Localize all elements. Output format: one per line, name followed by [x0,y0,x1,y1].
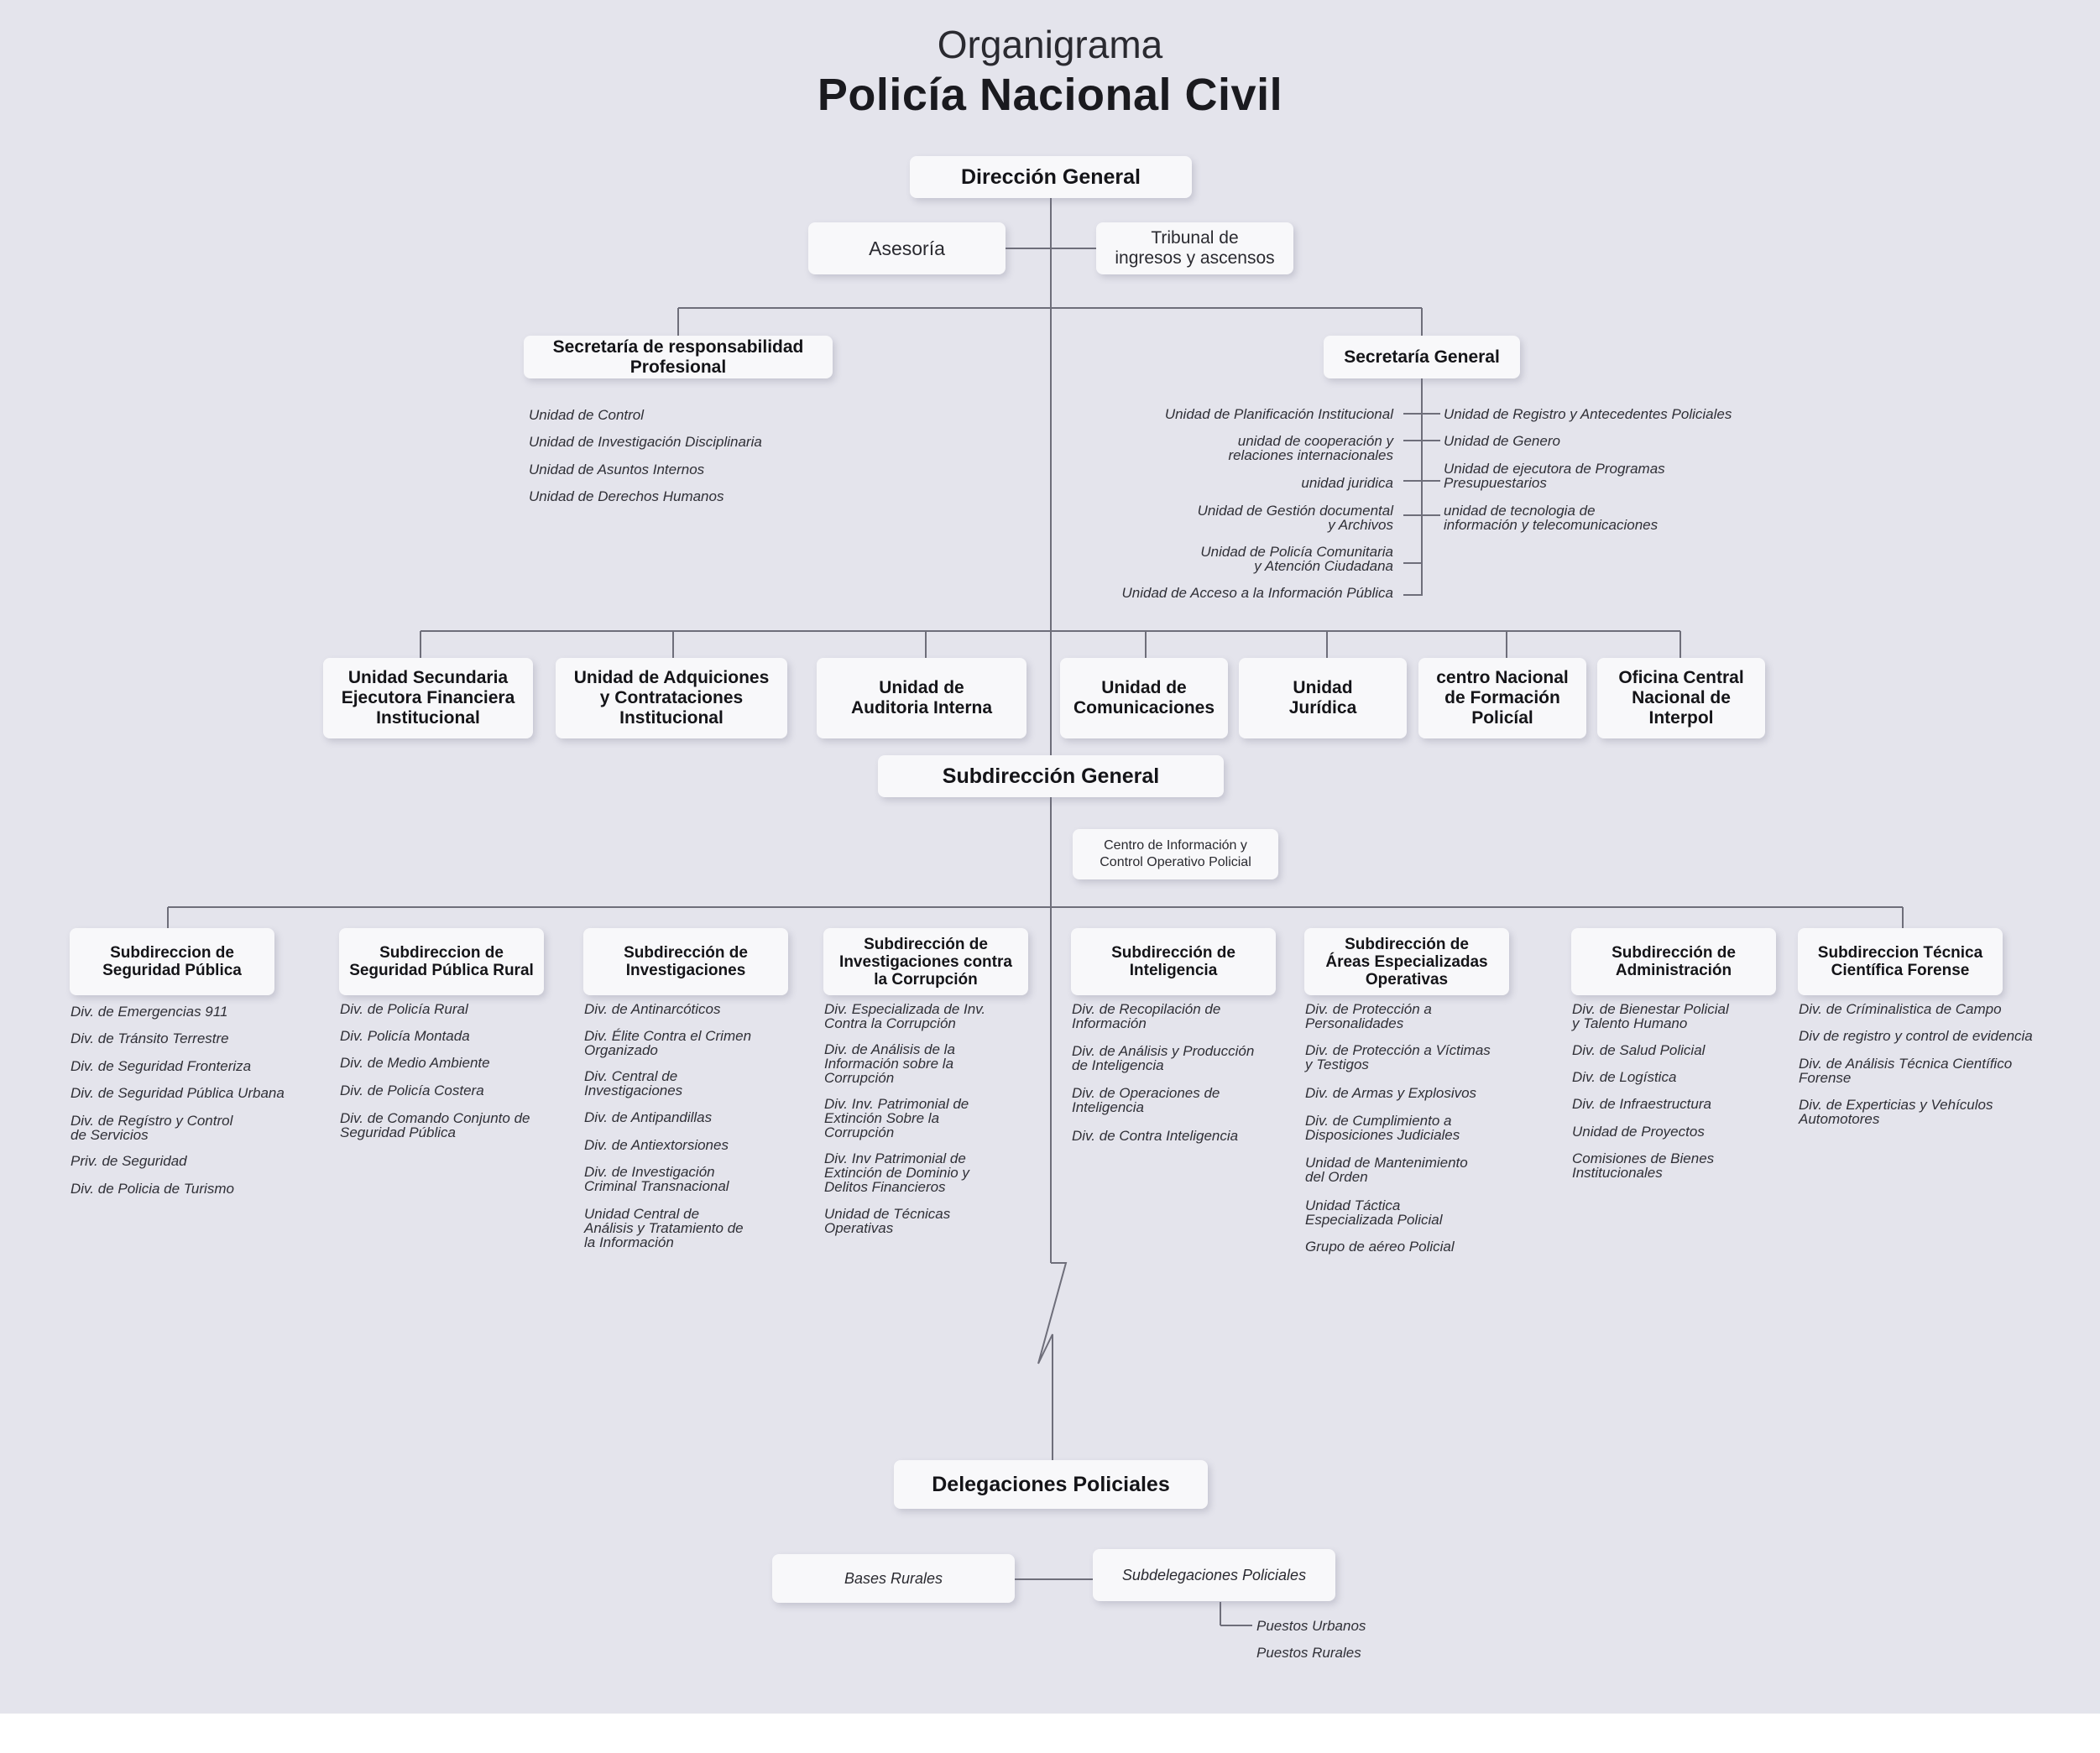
unit-box-juridica[interactable]: Unidad Jurídica [1239,658,1407,738]
list-item: Unidad de Técnicas Operativas [824,1206,951,1236]
list-item: Div. de Comando Conjunto de Seguridad Pú… [340,1110,530,1140]
subdireccion-general-box[interactable]: Subdirección General [878,755,1224,797]
list-item: Div. Élite Contra el Crimen Organizado [584,1028,752,1058]
list-item: Div. de Policía Rural [340,1001,468,1017]
list-item: Unidad Central de Análisis y Tratamiento… [584,1206,744,1250]
list-item: Div. de Antipandillas [584,1109,713,1125]
list-item: Div. de Tránsito Terrestre [71,1030,229,1046]
list-item: Puestos Rurales [1256,1645,1361,1661]
delegaciones-box[interactable]: Delegaciones Policiales [894,1460,1208,1509]
subdireccion-box[interactable]: Subdirección de Administración [1571,928,1776,995]
direccion-general-box[interactable]: Dirección General [910,156,1192,198]
list-item: Div. de Experticias y Vehículos Automoto… [1799,1097,1993,1127]
unit-box-auditoria[interactable]: Unidad de Auditoria Interna [817,658,1026,738]
unit-box-adquisiciones[interactable]: Unidad de Adquiciones y Contrataciones I… [556,658,787,738]
list-item: Div. Inv. Patrimonial de Extinción Sobre… [824,1096,969,1140]
secretaria-responsabilidad-box[interactable]: Secretaría de responsabilidad Profesiona… [524,336,833,378]
list-item: Priv. de Seguridad [71,1153,187,1169]
list-item: Unidad de Derechos Humanos [529,488,724,504]
list-item: Div. de Seguridad Pública Urbana [71,1085,285,1101]
list-item: Div. de Recopilación de Información [1072,1001,1221,1031]
list-item: Div. de Antiextorsiones [584,1137,729,1153]
list-item: unidad juridica [1301,475,1393,491]
list-item: Div. de Antinarcóticos [584,1001,721,1017]
list-item: Div. de Protección a Personalidades [1305,1001,1432,1031]
list-item: Div. Policía Montada [340,1028,470,1044]
org-chart-canvas: Organigrama Policía Nacional Civil Direc… [0,0,2100,1714]
subdireccion-box[interactable]: Subdirección de Inteligencia [1071,928,1276,995]
list-item: Div. de Contra Inteligencia [1072,1128,1239,1144]
list-item: Unidad de Planificación Institucional [1164,406,1393,422]
list-item: Div. de Seguridad Fronteriza [71,1058,252,1074]
list-item: unidad de cooperación y relaciones inter… [1228,433,1393,463]
list-item: Div. de Cumplimiento a Disposiciones Jud… [1305,1113,1460,1143]
bases-rurales-box[interactable]: Bases Rurales [772,1554,1015,1603]
list-item: Div. Inv Patrimonial de Extinción de Dom… [824,1150,969,1195]
list-item: Div. de Policia de Turismo [71,1181,234,1197]
subdelegaciones-box[interactable]: Subdelegaciones Policiales [1093,1549,1335,1601]
secretaria-general-box[interactable]: Secretaría General [1324,336,1520,378]
subdireccion-box[interactable]: Subdirección de Áreas Especializadas Ope… [1304,928,1509,995]
list-item: Div. de Análisis y Producción de Intelig… [1072,1043,1255,1073]
unit-box-financiera[interactable]: Unidad Secundaria Ejecutora Financiera I… [323,658,533,738]
list-item: Div. de Medio Ambiente [340,1055,490,1071]
list-item: Div. de Bienestar Policial y Talento Hum… [1572,1001,1729,1031]
list-item: Unidad de Asuntos Internos [529,462,705,477]
list-item: Div. de Regístro y Control de Servicios [71,1113,233,1143]
connector-break [1037,1262,1068,1460]
chart-title-line1: Organigrama [937,23,1163,66]
unit-box-formacion[interactable]: centro Nacional de Formación Policíal [1418,658,1586,738]
list-item: Div. de Policía Costera [340,1083,484,1098]
list-item: Puestos Urbanos [1256,1618,1366,1634]
list-item: Div. Especializada de Inv. Contra la Cor… [824,1001,986,1031]
subdireccion-box[interactable]: Subdireccion de Seguridad Pública [70,928,274,995]
unit-box-interpol[interactable]: Oficina Central Nacional de Interpol [1597,658,1765,738]
list-item: Unidad de Proyectos [1572,1124,1705,1140]
asesoria-box[interactable]: Asesoría [808,222,1006,274]
subdireccion-box[interactable]: Subdireccion de Seguridad Pública Rural [339,928,544,995]
subdireccion-box[interactable]: Subdirección de Investigaciones [583,928,788,995]
list-item: Div. de Protección a Víctimas y Testigos [1305,1042,1491,1072]
list-item: Unidad de Policía Comunitaria y Atención… [1200,544,1393,574]
list-item: Div. de Salud Policial [1572,1042,1706,1058]
list-item: Unidad de Registro y Antecedentes Polici… [1444,406,1732,422]
list-item: Div. de Infraestructura [1572,1096,1711,1112]
list-item: Div. de Análisis Técnica Científico Fore… [1799,1056,2013,1086]
list-item: Div. de Logística [1572,1069,1677,1085]
subdireccion-box[interactable]: Subdirección de Investigaciones contra l… [823,928,1028,995]
connector-lines [167,198,1904,1626]
list-item: Unidad Táctica Especializada Policial [1305,1197,1443,1228]
list-item: Unidad de Gestión documental y Archivos [1197,503,1393,533]
list-item: Div. de Análisis de la Información sobre… [824,1041,955,1086]
list-item: Unidad de Mantenimiento del Orden [1305,1155,1468,1185]
list-item: Div. Central de Investigaciones [584,1068,683,1098]
list-item: Unidad de ejecutora de Programas Presupu… [1444,461,1665,491]
tribunal-box[interactable]: Tribunal de ingresos y ascensos [1096,222,1293,274]
list-item: Comisiones de Bienes Institucionales [1572,1150,1715,1181]
list-item: Unidad de Control [529,407,645,423]
centro-informacion-box[interactable]: Centro de Información y Control Operativ… [1073,829,1278,879]
list-item: Unidad de Investigación Disciplinaria [529,434,762,450]
list-item: Unidad de Acceso a la Información Públic… [1121,585,1394,601]
subdireccion-box[interactable]: Subdireccion Técnica Científica Forense [1798,928,2003,995]
list-item: Grupo de aéreo Policial [1305,1239,1455,1255]
unit-box-comunicaciones[interactable]: Unidad de Comunicaciones [1060,658,1228,738]
list-item: unidad de tecnologia de información y te… [1444,503,1659,533]
list-item: Unidad de Genero [1444,433,1560,449]
chart-title-line2: Policía Nacional Civil [817,70,1283,120]
list-item: Div. de Armas y Explosivos [1305,1085,1477,1101]
list-item: Div. de Investigación Criminal Transnaci… [584,1164,729,1194]
list-item: Div. de Emergencias 911 [71,1004,228,1020]
list-item: Div. de Críminalistica de Campo [1799,1001,2002,1017]
list-item: Div. de Operaciones de Inteligencia [1072,1085,1220,1115]
list-item: Div de registro y control de evidencia [1799,1028,2033,1044]
